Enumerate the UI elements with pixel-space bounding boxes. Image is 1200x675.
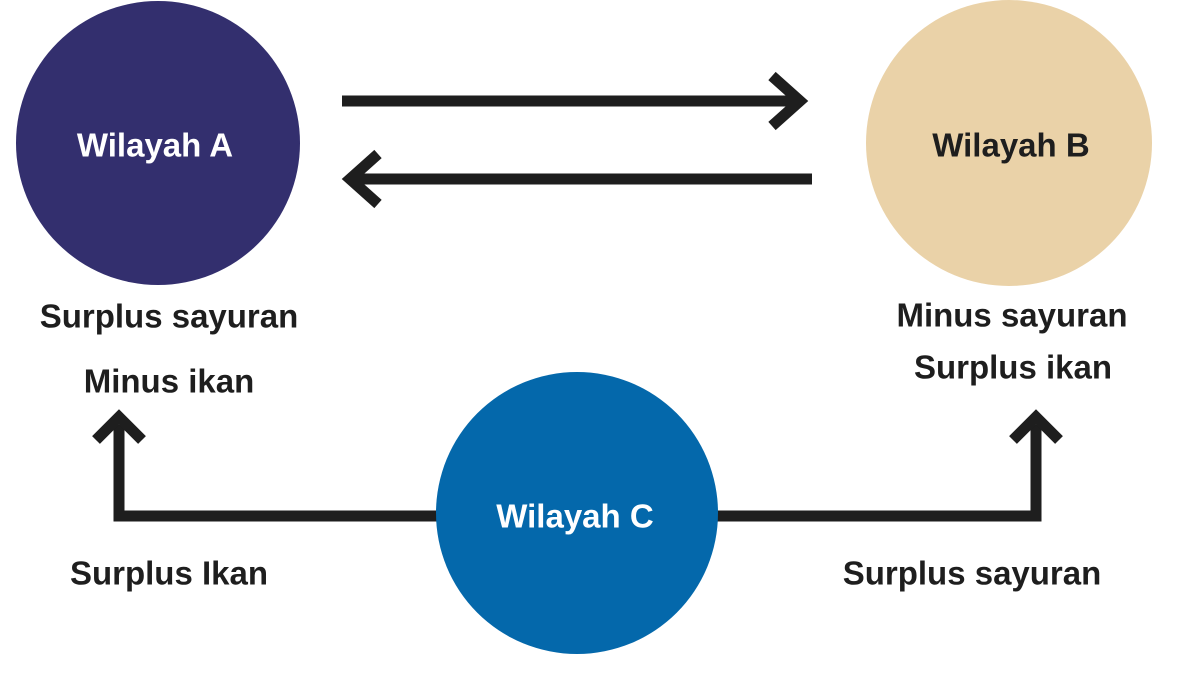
arrow-c-to-a — [92, 409, 440, 522]
caption-c-surplus-sayuran: Surplus sayuran — [843, 555, 1102, 592]
node-wilayah-a: Wilayah A — [16, 1, 300, 285]
arrow-b-to-a — [341, 149, 812, 209]
node-a-circle — [16, 1, 300, 285]
node-b-label: Wilayah B — [932, 127, 1089, 164]
node-c-circle — [436, 372, 718, 654]
caption-c-surplus-ikan: Surplus Ikan — [70, 555, 268, 592]
node-a-label: Wilayah A — [77, 127, 233, 164]
node-wilayah-c: Wilayah C — [436, 372, 718, 654]
caption-b-surplus-ikan: Surplus ikan — [914, 349, 1112, 386]
arrow-c-to-b — [712, 409, 1063, 522]
arrow-a-to-b — [342, 71, 809, 131]
node-c-label: Wilayah C — [496, 498, 653, 535]
node-b-circle — [866, 0, 1152, 286]
caption-a-minus-ikan: Minus ikan — [84, 363, 255, 400]
caption-b-minus-sayuran: Minus sayuran — [896, 297, 1127, 334]
caption-a-surplus-sayuran: Surplus sayuran — [40, 298, 299, 335]
node-wilayah-b: Wilayah B — [866, 0, 1152, 286]
